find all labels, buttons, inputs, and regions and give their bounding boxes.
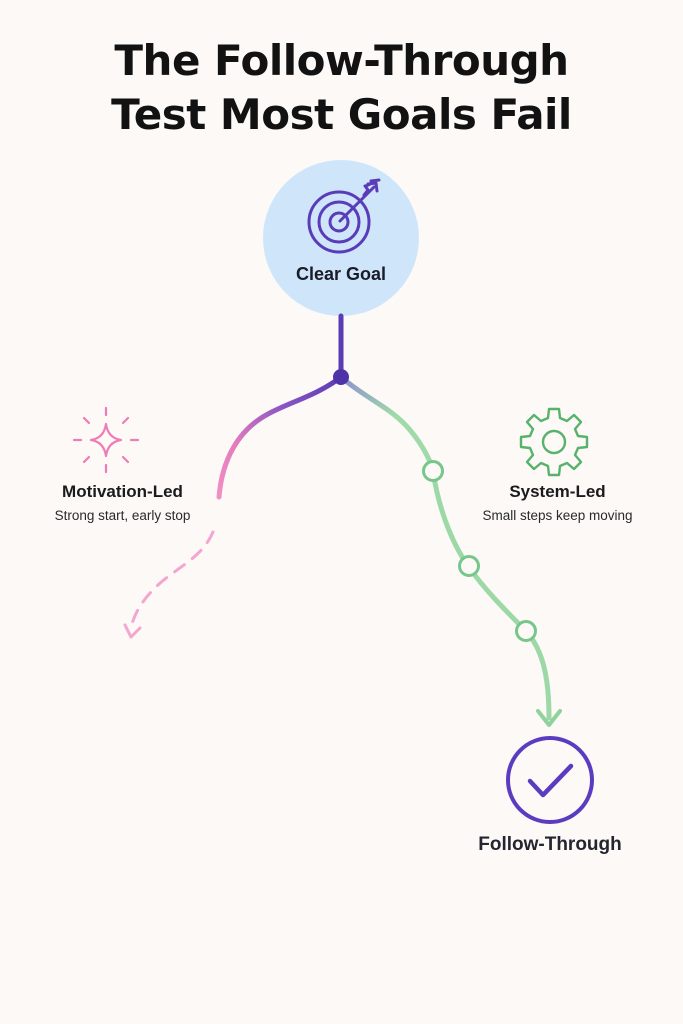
step-node-1 (422, 460, 444, 482)
motivation-dashed-path (129, 530, 215, 630)
page-title: The Follow-Through Test Most Goals Fail (0, 34, 683, 142)
title-line-1: The Follow-Through (114, 36, 569, 85)
motivation-title: Motivation-Led (62, 482, 183, 501)
title-line-2: Test Most Goals Fail (111, 90, 572, 139)
system-title: System-Led (509, 482, 606, 501)
motivation-subtitle: Strong start, early stop (54, 508, 191, 523)
motivation-arrow-icon (123, 623, 142, 639)
system-path (338, 374, 436, 474)
step-node-2 (458, 555, 480, 577)
system-subtitle: Small steps keep moving (482, 508, 633, 523)
system-arrow-icon (536, 709, 562, 727)
goal-label: Clear Goal (295, 264, 387, 284)
step-node-3 (515, 620, 537, 642)
follow-through-label: Follow-Through (478, 834, 622, 855)
follow-through-node (506, 736, 594, 824)
motivation-path (216, 374, 344, 500)
gear-icon (519, 407, 589, 477)
system-path-lower (430, 468, 552, 721)
sparkle-icon (72, 406, 140, 474)
target-arrow-icon (307, 178, 381, 254)
goal-node (263, 160, 419, 316)
split-node (333, 369, 349, 385)
checkmark-icon (527, 763, 574, 798)
